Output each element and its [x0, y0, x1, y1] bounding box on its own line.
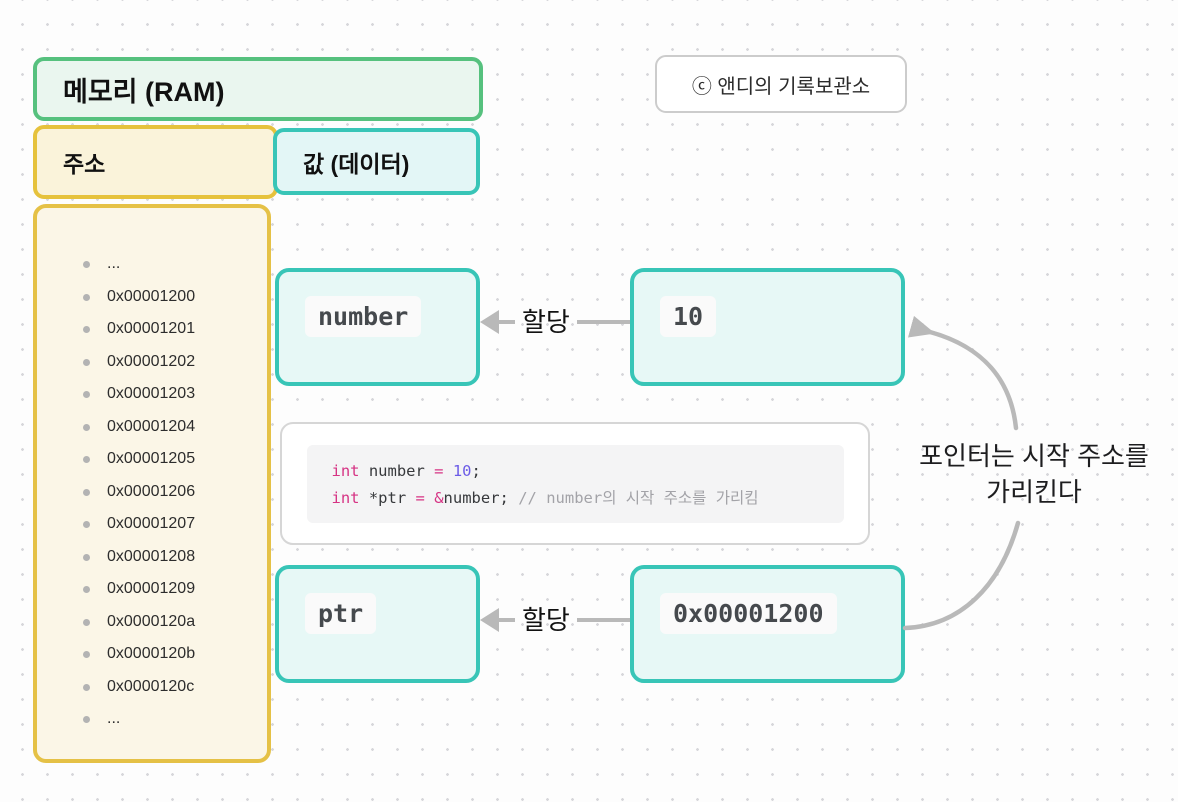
- address-item: 0x00001206: [81, 476, 267, 509]
- annotation-line2: 가리킨다: [986, 477, 1082, 507]
- address-item: ...: [81, 248, 267, 281]
- ptr-value-chip: 0x00001200: [660, 593, 837, 634]
- left-arrowhead-icon: [480, 310, 499, 334]
- assign-label-bottom: 할당: [522, 605, 570, 635]
- arrow-line: [576, 618, 630, 622]
- assign-label-top: 할당: [522, 307, 570, 337]
- code-line: int number = 10;: [331, 461, 481, 480]
- code-card: int number = 10; int *ptr = &number; // n…: [280, 422, 870, 545]
- address-item: 0x0000120c: [81, 671, 267, 704]
- annotation-line1: 포인터는 시작 주소를: [919, 441, 1149, 471]
- memory-ram-title: 메모리 (RAM): [63, 76, 225, 107]
- address-item: 0x00001205: [81, 443, 267, 476]
- value-column-header: 값 (데이터): [273, 128, 480, 195]
- cell-ptr-name: ptr: [275, 565, 480, 683]
- address-item: 0x00001200: [81, 281, 267, 314]
- left-arrowhead-icon: [480, 608, 499, 632]
- assign-arrow-bottom: 할당: [480, 605, 630, 635]
- copyright-badge: ⓒ 앤디의 기록보관소: [655, 55, 907, 113]
- number-name-chip: number: [305, 296, 422, 337]
- arrow-line: [499, 618, 515, 622]
- ptr-name-chip: ptr: [305, 593, 377, 634]
- cell-number-name: number: [275, 268, 480, 386]
- pointer-curve-arrow: [902, 315, 1021, 631]
- number-value-chip: 10: [660, 296, 717, 337]
- arrow-line: [499, 320, 515, 324]
- code-line: int *ptr = &number; // number의 시작 주소를 가리…: [331, 488, 759, 507]
- cell-ptr-value: 0x00001200: [630, 565, 905, 683]
- address-item: ...: [81, 703, 267, 736]
- code-snippet: int number = 10; int *ptr = &number; // n…: [306, 444, 844, 523]
- address-header-label: 주소: [63, 151, 106, 177]
- address-item: 0x00001202: [81, 346, 267, 379]
- address-item: 0x0000120b: [81, 638, 267, 671]
- assign-arrow-top: 할당: [480, 307, 630, 337]
- arrow-line: [576, 320, 630, 324]
- address-item: 0x00001203: [81, 378, 267, 411]
- address-item: 0x00001209: [81, 573, 267, 606]
- address-item: 0x00001208: [81, 541, 267, 574]
- value-header-label: 값 (데이터): [303, 150, 410, 177]
- address-item: 0x00001201: [81, 313, 267, 346]
- pointer-annotation: 포인터는 시작 주소를 가리킨다: [890, 438, 1178, 510]
- address-item: 0x00001204: [81, 411, 267, 444]
- address-item: 0x0000120a: [81, 606, 267, 639]
- address-item: 0x00001207: [81, 508, 267, 541]
- address-column-header: 주소: [33, 125, 278, 199]
- memory-ram-header: 메모리 (RAM): [33, 57, 483, 121]
- cell-number-value: 10: [630, 268, 905, 386]
